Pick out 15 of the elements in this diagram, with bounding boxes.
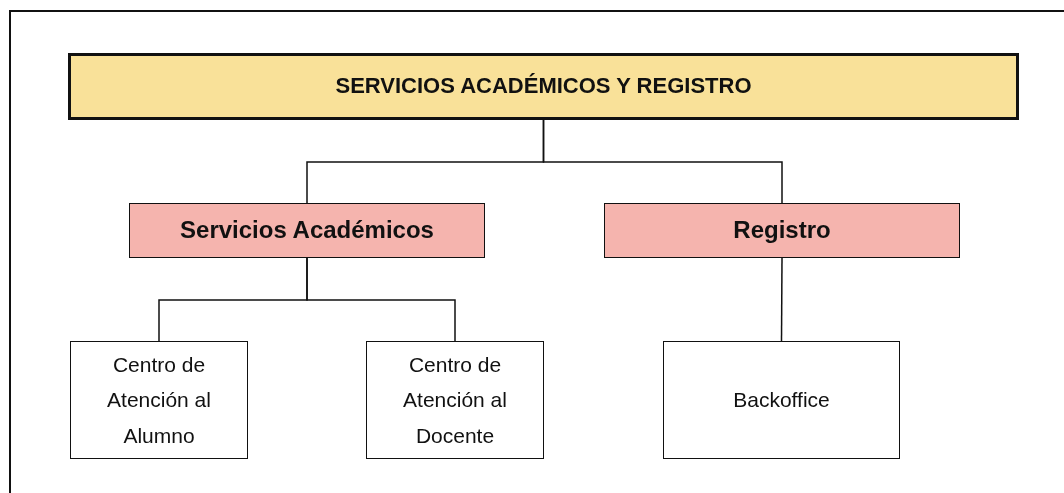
org-box — [129, 203, 485, 258]
box-label: Centro de Atención al Docente — [402, 352, 508, 449]
box-label: Backoffice — [733, 387, 830, 414]
org-box — [366, 341, 544, 459]
box-label: Servicios Académicos — [180, 215, 434, 246]
box-label: SERVICIOS ACADÉMICOS Y REGISTRO — [335, 72, 752, 100]
org-box — [68, 53, 1019, 120]
org-box — [70, 341, 248, 459]
org-box — [663, 341, 900, 459]
box-label: Registro — [733, 215, 831, 246]
connector-line — [542, 119, 783, 204]
box-label: Centro de Atención al Alumno — [106, 352, 212, 449]
org-box — [604, 203, 960, 258]
connector-line — [306, 257, 456, 342]
connector-line — [780, 257, 783, 342]
